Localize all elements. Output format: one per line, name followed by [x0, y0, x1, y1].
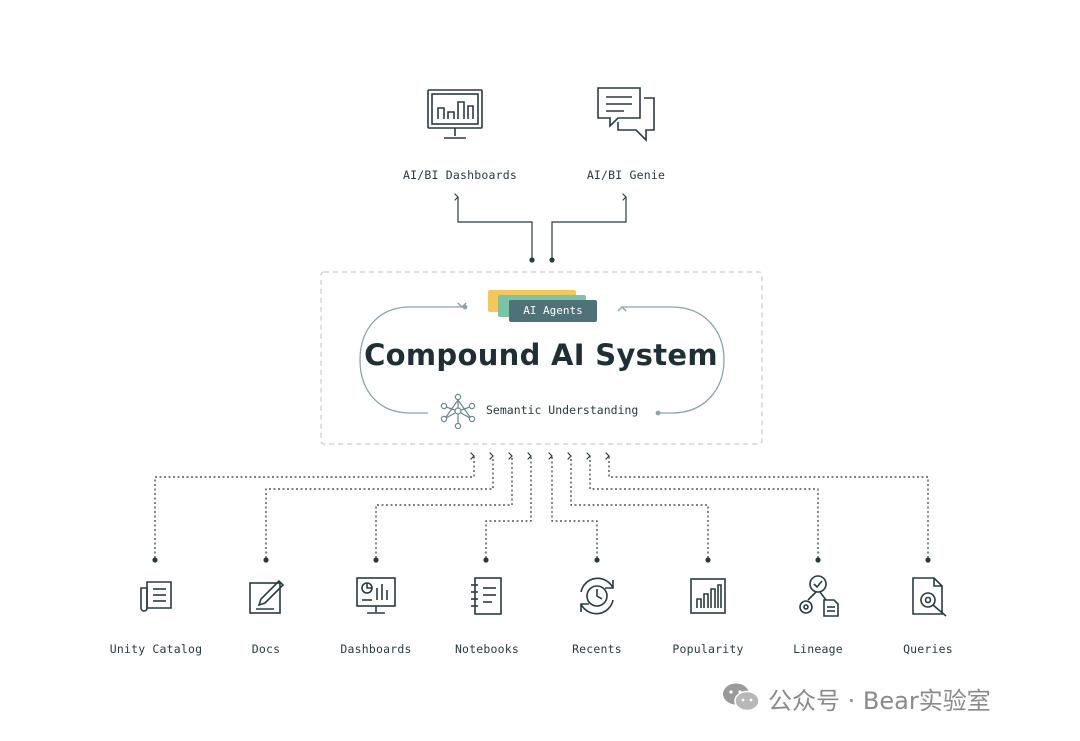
source-connector-dots [152, 557, 931, 563]
source-label-popularity: Popularity [672, 642, 744, 656]
dashboard-monitor-icon [356, 577, 396, 614]
source-label-lineage: Lineage [793, 642, 843, 656]
feedback-loop [359, 302, 725, 416]
core-title: Compound AI System [364, 338, 718, 372]
source-label-docs: Docs [251, 642, 281, 656]
connector-to-genie [551, 193, 627, 258]
clock-refresh-icon [580, 577, 614, 615]
source-label-unity-catalog: Unity Catalog [109, 642, 203, 656]
watermark-text: 公众号 · Bear实验室 [768, 686, 991, 715]
monitor-chart-icon [427, 89, 483, 139]
watermark: 公众号 · Bear实验室 [722, 680, 991, 716]
agent-card-front: AI Agents [509, 300, 597, 322]
output-label-genie: AI/BI Genie [586, 168, 666, 182]
loop-right [617, 305, 725, 414]
output-connectors [454, 193, 627, 263]
core-boundary-box [320, 271, 763, 445]
loop-left [359, 302, 467, 414]
source-label-notebooks: Notebooks [454, 642, 520, 656]
wechat-icon [723, 683, 760, 712]
source-label-recents: Recents [572, 642, 622, 656]
doc-edit-icon [249, 579, 285, 614]
connector-to-dashboards [454, 193, 533, 258]
output-label-dashboards: AI/BI Dashboards [403, 168, 517, 182]
source-label-dashboards: Dashboards [340, 642, 412, 656]
ai-agents-badge: AI Agents [488, 290, 600, 326]
source-label-queries: Queries [903, 642, 953, 656]
bar-chart-icon [690, 578, 726, 614]
core-subtitle: Semantic Understanding [486, 403, 639, 417]
lineage-icon [799, 575, 839, 617]
query-search-icon [912, 577, 947, 617]
network-nodes-icon [440, 393, 476, 429]
source-connectors [154, 452, 929, 558]
chat-bubbles-icon [597, 87, 655, 142]
notebook-icon [471, 577, 502, 615]
catalog-icon [140, 581, 172, 612]
